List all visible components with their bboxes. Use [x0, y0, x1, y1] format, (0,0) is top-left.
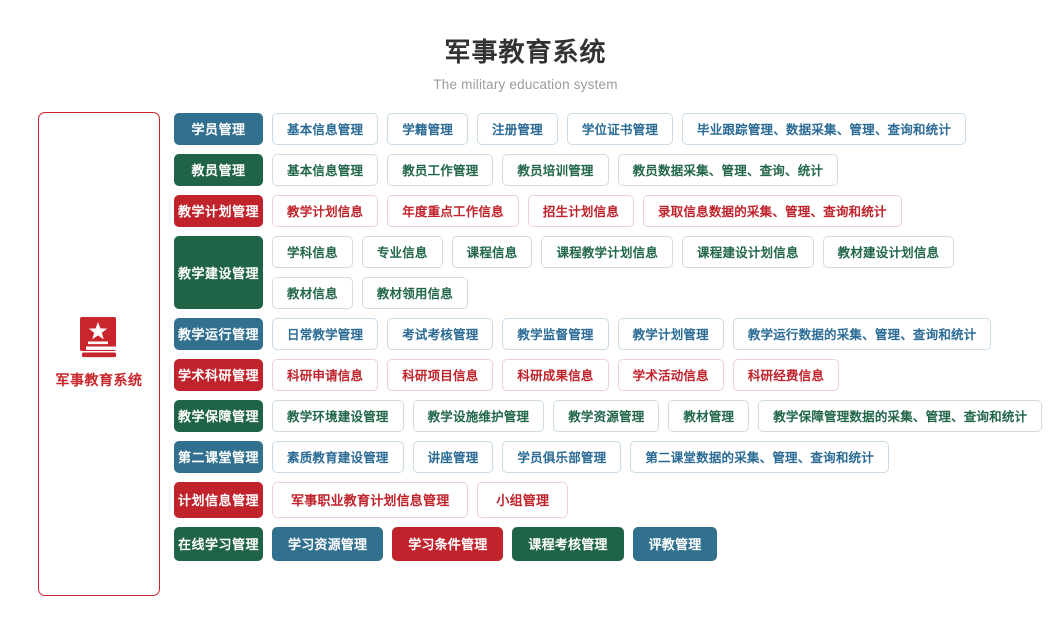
section-items: 基本信息管理教员工作管理教员培训管理教员数据采集、管理、查询、统计	[272, 153, 1042, 186]
module-button[interactable]: 评教管理	[632, 526, 718, 561]
category-label[interactable]: 教学保障管理	[174, 399, 263, 432]
module-button[interactable]: 教学保障管理数据的采集、管理、查询和统计	[758, 399, 1043, 432]
sections-list: 学员管理基本信息管理学籍管理注册管理学位证书管理毕业跟踪管理、数据采集、管理、查…	[174, 112, 1043, 596]
module-button[interactable]: 年度重点工作信息	[387, 194, 519, 227]
page-body: 军事教育系统 学员管理基本信息管理学籍管理注册管理学位证书管理毕业跟踪管理、数据…	[0, 92, 1051, 596]
items-line: 教材信息教材领用信息	[272, 276, 1042, 309]
section-items: 科研申请信息科研项目信息科研成果信息学术活动信息科研经费信息	[272, 358, 1042, 391]
book-star-icon	[80, 317, 116, 358]
section-items: 学习资源管理学习条件管理课程考核管理评教管理	[272, 526, 1042, 561]
module-button[interactable]: 科研经费信息	[732, 358, 840, 391]
category-label[interactable]: 教学运行管理	[174, 317, 263, 350]
module-button[interactable]: 教学运行数据的采集、管理、查询和统计	[732, 317, 992, 350]
module-button[interactable]: 素质教育建设管理	[272, 440, 404, 473]
section-items: 教学环境建设管理教学设施维护管理教学资源管理教材管理教学保障管理数据的采集、管理…	[272, 399, 1043, 432]
module-button[interactable]: 学习资源管理	[272, 526, 384, 561]
category-label[interactable]: 计划信息管理	[174, 481, 263, 518]
section-items: 日常教学管理考试考核管理教学监督管理教学计划管理教学运行数据的采集、管理、查询和…	[272, 317, 1042, 350]
module-button[interactable]: 学籍管理	[387, 112, 469, 145]
section-items: 学科信息专业信息课程信息课程教学计划信息课程建设计划信息教材建设计划信息教材信息…	[272, 235, 1042, 309]
module-button[interactable]: 学科信息	[272, 235, 353, 268]
sidebar-brand-label: 军事教育系统	[55, 372, 143, 388]
module-button[interactable]: 教材信息	[272, 276, 353, 309]
sidebar-brand-panel[interactable]: 军事教育系统	[38, 111, 160, 596]
category-label[interactable]: 教学建设管理	[174, 235, 263, 309]
category-label[interactable]: 教学计划管理	[174, 194, 263, 227]
module-button[interactable]: 教员数据采集、管理、查询、统计	[617, 153, 839, 186]
module-button[interactable]: 专业信息	[361, 235, 443, 268]
module-button[interactable]: 科研项目信息	[387, 358, 494, 391]
category-label[interactable]: 学术科研管理	[174, 358, 263, 391]
module-button[interactable]: 教材领用信息	[361, 276, 469, 309]
page-subtitle: The military education system	[433, 76, 618, 92]
section-row: 第二课堂管理素质教育建设管理讲座管理学员俱乐部管理第二课堂数据的采集、管理、查询…	[174, 440, 1042, 473]
module-button[interactable]: 教学环境建设管理	[272, 399, 404, 432]
module-button[interactable]: 教学设施维护管理	[412, 399, 545, 432]
module-button[interactable]: 课程信息	[451, 235, 533, 268]
section-row: 教学计划管理教学计划信息年度重点工作信息招生计划信息录取信息数据的采集、管理、查…	[174, 194, 1042, 227]
section-items: 教学计划信息年度重点工作信息招生计划信息录取信息数据的采集、管理、查询和统计	[272, 194, 1042, 227]
category-label[interactable]: 学员管理	[174, 112, 263, 145]
module-button[interactable]: 日常教学管理	[272, 317, 379, 350]
items-line: 教学环境建设管理教学设施维护管理教学资源管理教材管理教学保障管理数据的采集、管理…	[272, 399, 1043, 432]
items-line: 基本信息管理学籍管理注册管理学位证书管理毕业跟踪管理、数据采集、管理、查询和统计	[272, 112, 1042, 145]
module-button[interactable]: 学习条件管理	[392, 526, 504, 561]
section-row: 教学保障管理教学环境建设管理教学设施维护管理教学资源管理教材管理教学保障管理数据…	[174, 399, 1043, 432]
module-button[interactable]: 注册管理	[477, 112, 558, 145]
module-button[interactable]: 基本信息管理	[272, 153, 379, 186]
section-row: 教学建设管理学科信息专业信息课程信息课程教学计划信息课程建设计划信息教材建设计划…	[174, 235, 1042, 309]
section-items: 军事职业教育计划信息管理小组管理	[272, 481, 1042, 518]
section-row: 计划信息管理军事职业教育计划信息管理小组管理	[174, 481, 1042, 518]
section-row: 在线学习管理学习资源管理学习条件管理课程考核管理评教管理	[174, 526, 1042, 561]
module-button[interactable]: 学术活动信息	[617, 358, 724, 391]
section-items: 素质教育建设管理讲座管理学员俱乐部管理第二课堂数据的采集、管理、查询和统计	[272, 440, 1042, 473]
items-line: 教学计划信息年度重点工作信息招生计划信息录取信息数据的采集、管理、查询和统计	[272, 194, 1042, 227]
module-button[interactable]: 招生计划信息	[527, 194, 635, 227]
items-line: 学习资源管理学习条件管理课程考核管理评教管理	[272, 526, 1042, 561]
items-line: 科研申请信息科研项目信息科研成果信息学术活动信息科研经费信息	[272, 358, 1042, 391]
module-button[interactable]: 考试考核管理	[387, 317, 494, 350]
module-button[interactable]: 教学监督管理	[502, 317, 609, 350]
module-button[interactable]: 基本信息管理	[272, 112, 379, 145]
module-button[interactable]: 教材建设计划信息	[822, 235, 955, 268]
items-line: 日常教学管理考试考核管理教学监督管理教学计划管理教学运行数据的采集、管理、查询和…	[272, 317, 1042, 350]
module-button[interactable]: 录取信息数据的采集、管理、查询和统计	[643, 194, 902, 227]
items-line: 军事职业教育计划信息管理小组管理	[272, 481, 1042, 518]
module-button[interactable]: 教材管理	[668, 399, 750, 432]
module-button[interactable]: 军事职业教育计划信息管理	[272, 481, 469, 518]
section-items: 基本信息管理学籍管理注册管理学位证书管理毕业跟踪管理、数据采集、管理、查询和统计	[272, 112, 1042, 145]
section-row: 教学运行管理日常教学管理考试考核管理教学监督管理教学计划管理教学运行数据的采集、…	[174, 317, 1042, 350]
module-button[interactable]: 教学计划管理	[617, 317, 724, 350]
module-button[interactable]: 讲座管理	[412, 440, 494, 473]
module-button[interactable]: 小组管理	[477, 481, 569, 518]
module-button[interactable]: 毕业跟踪管理、数据采集、管理、查询和统计	[682, 112, 967, 145]
category-label[interactable]: 第二课堂管理	[174, 440, 263, 473]
module-button[interactable]: 科研申请信息	[272, 358, 379, 391]
items-line: 学科信息专业信息课程信息课程教学计划信息课程建设计划信息教材建设计划信息	[272, 235, 1042, 268]
module-button[interactable]: 课程建设计划信息	[682, 235, 814, 268]
page-title: 军事教育系统	[444, 37, 607, 67]
module-button[interactable]: 教员培训管理	[502, 153, 609, 186]
section-row: 教员管理基本信息管理教员工作管理教员培训管理教员数据采集、管理、查询、统计	[174, 153, 1042, 186]
section-row: 学术科研管理科研申请信息科研项目信息科研成果信息学术活动信息科研经费信息	[174, 358, 1042, 391]
section-row: 学员管理基本信息管理学籍管理注册管理学位证书管理毕业跟踪管理、数据采集、管理、查…	[174, 112, 1042, 145]
items-line: 素质教育建设管理讲座管理学员俱乐部管理第二课堂数据的采集、管理、查询和统计	[272, 440, 1042, 473]
category-label[interactable]: 教员管理	[174, 153, 263, 186]
module-button[interactable]: 学员俱乐部管理	[502, 440, 622, 473]
module-button[interactable]: 第二课堂数据的采集、管理、查询和统计	[630, 440, 889, 473]
module-button[interactable]: 教学计划信息	[272, 194, 379, 227]
module-button[interactable]: 科研成果信息	[502, 358, 609, 391]
module-button[interactable]: 课程教学计划信息	[541, 235, 674, 268]
items-line: 基本信息管理教员工作管理教员培训管理教员数据采集、管理、查询、统计	[272, 153, 1042, 186]
module-button[interactable]: 课程考核管理	[512, 526, 624, 561]
module-button[interactable]: 学位证书管理	[566, 112, 674, 145]
category-label[interactable]: 在线学习管理	[174, 526, 263, 561]
page-header: 军事教育系统 The military education system	[0, 0, 1051, 92]
module-button[interactable]: 教学资源管理	[553, 399, 660, 432]
module-button[interactable]: 教员工作管理	[387, 153, 494, 186]
